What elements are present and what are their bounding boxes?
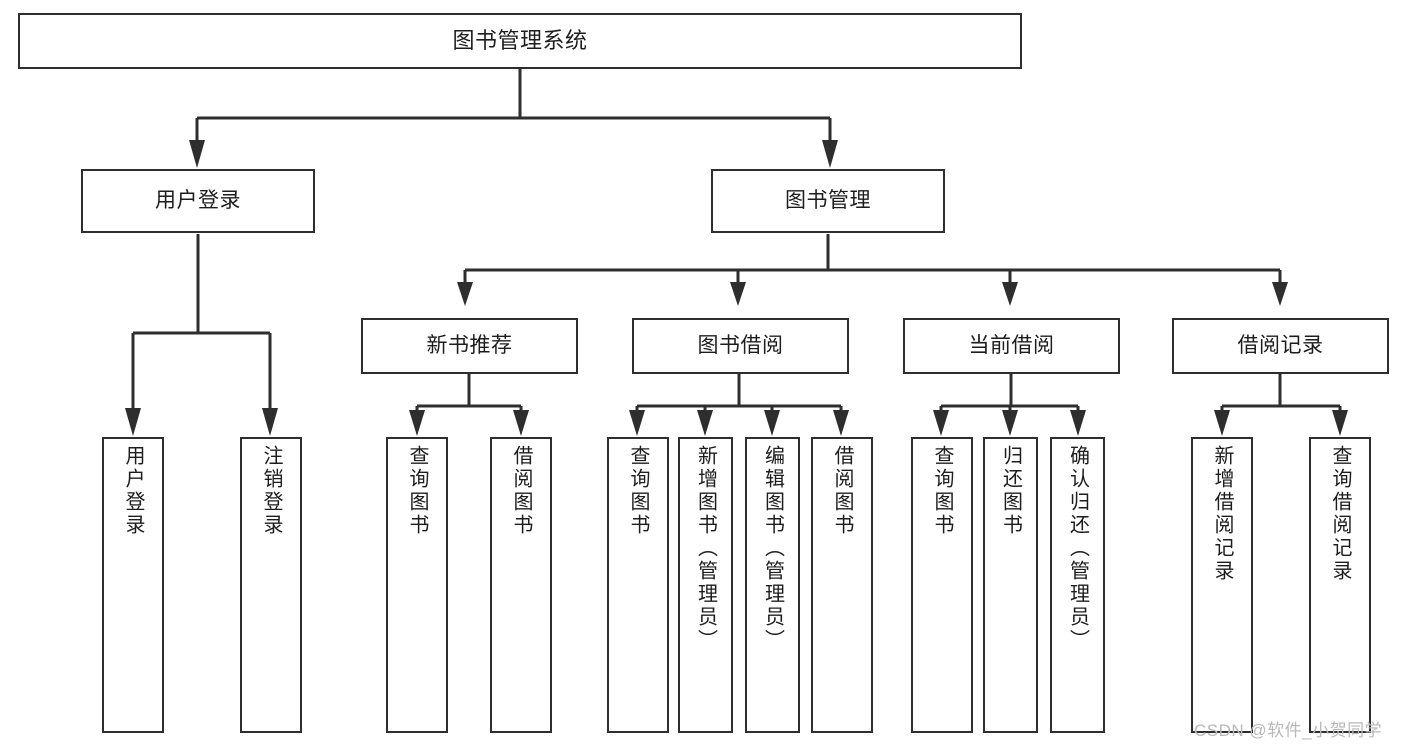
node-label: 当前借阅 <box>968 334 1055 358</box>
node-label: 确认归还（管理员） <box>1066 445 1089 652</box>
node-label: 编辑图书（管理员） <box>761 445 784 652</box>
node-leaf-query-books-borrow[interactable]: 查询图书 <box>607 437 669 733</box>
node-root-book-management-system[interactable]: 图书管理系统 <box>18 13 1022 69</box>
node-book-management[interactable]: 图书管理 <box>711 169 945 233</box>
node-label: 查询借阅记录 <box>1329 445 1351 583</box>
node-leaf-logout[interactable]: 注销登录 <box>240 437 302 733</box>
node-label: 借阅图书 <box>510 445 532 537</box>
node-label: 用户登录 <box>155 189 241 213</box>
node-book-borrowing[interactable]: 图书借阅 <box>632 318 849 374</box>
node-label: 新增图书（管理员） <box>694 445 717 652</box>
node-label: 新增借阅记录 <box>1211 445 1233 583</box>
node-leaf-query-borrow-record[interactable]: 查询借阅记录 <box>1309 437 1371 733</box>
node-leaf-query-books-recommend[interactable]: 查询图书 <box>386 437 448 733</box>
node-leaf-add-borrow-record[interactable]: 新增借阅记录 <box>1191 437 1253 733</box>
node-label: 查询图书 <box>931 445 953 537</box>
node-label: 图书管理系统 <box>452 27 588 53</box>
node-leaf-borrow-books-recommend[interactable]: 借阅图书 <box>490 437 552 733</box>
node-new-book-recommendation[interactable]: 新书推荐 <box>361 318 578 374</box>
node-label: 查询图书 <box>406 445 428 537</box>
node-label: 借阅记录 <box>1237 334 1324 358</box>
node-leaf-edit-book-admin[interactable]: 编辑图书（管理员） <box>745 437 800 733</box>
node-leaf-query-books-current[interactable]: 查询图书 <box>911 437 973 733</box>
node-leaf-add-book-admin[interactable]: 新增图书（管理员） <box>678 437 733 733</box>
node-label: 图书管理 <box>785 189 871 213</box>
node-leaf-confirm-return-admin[interactable]: 确认归还（管理员） <box>1050 437 1105 733</box>
node-label: 新书推荐 <box>426 334 513 358</box>
node-label: 借阅图书 <box>831 445 853 537</box>
node-leaf-user-login[interactable]: 用户登录 <box>102 437 164 733</box>
csdn-watermark: CSDN @软件_小贺同学 <box>1194 721 1383 740</box>
node-label: 图书借阅 <box>697 334 784 358</box>
node-leaf-return-books[interactable]: 归还图书 <box>983 437 1038 733</box>
node-current-borrowing[interactable]: 当前借阅 <box>903 318 1120 374</box>
node-label: 查询图书 <box>627 445 649 537</box>
node-label: 注销登录 <box>260 445 282 537</box>
node-borrow-records[interactable]: 借阅记录 <box>1172 318 1389 374</box>
node-label: 用户登录 <box>122 445 144 537</box>
node-leaf-borrow-books[interactable]: 借阅图书 <box>811 437 873 733</box>
node-label: 归还图书 <box>999 445 1022 537</box>
node-user-login[interactable]: 用户登录 <box>81 169 315 233</box>
